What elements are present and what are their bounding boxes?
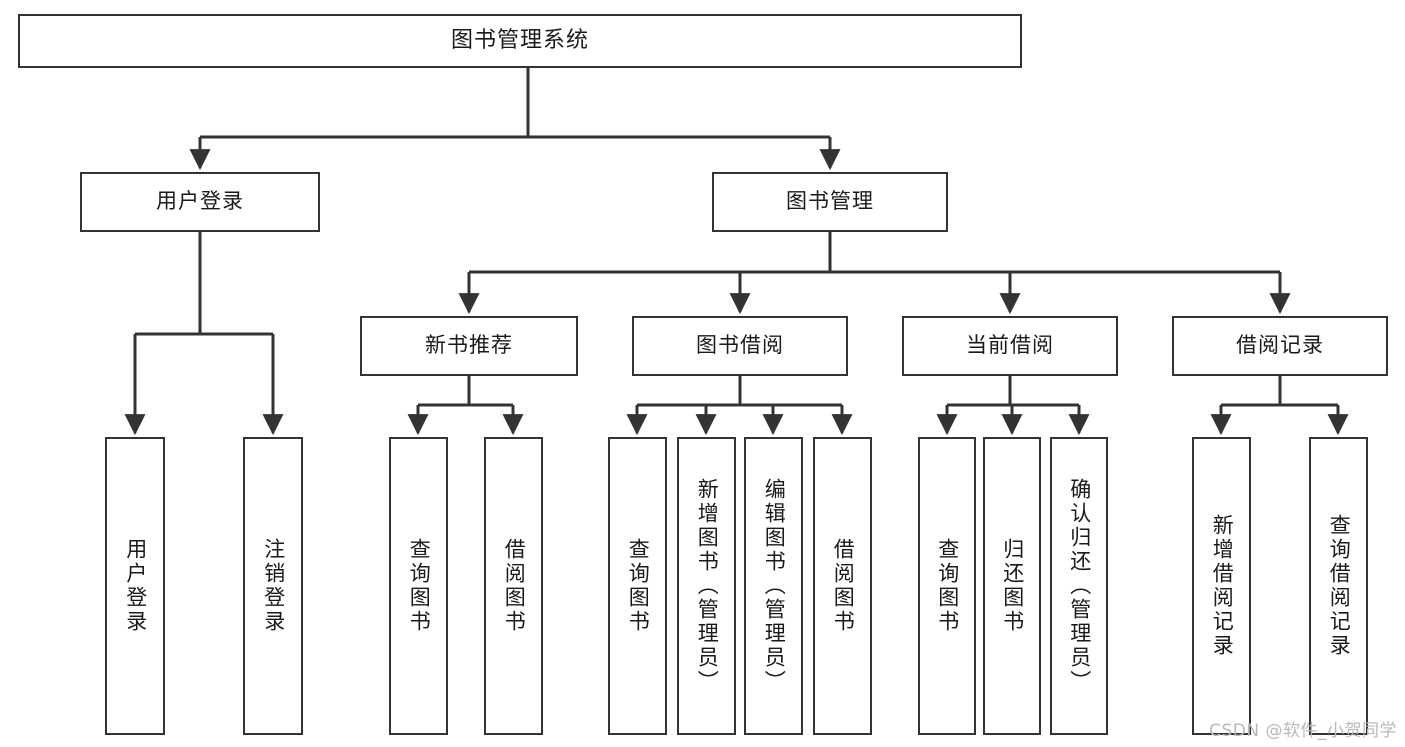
node-current-borrow[interactable]: 当前借阅 — [902, 316, 1118, 376]
node-leaf-confirm-return-label: 确认归还（管理员） — [1067, 478, 1092, 694]
node-leaf-add-record-label: 新增借阅记录 — [1210, 514, 1235, 658]
node-leaf-user-logout[interactable]: 注销登录 — [243, 437, 303, 735]
node-leaf-query-record-label: 查询借阅记录 — [1327, 514, 1352, 658]
node-borrow-record-label: 借阅记录 — [1236, 333, 1324, 358]
node-book-borrow[interactable]: 图书借阅 — [632, 316, 848, 376]
node-leaf-return-book-label: 归还图书 — [1000, 538, 1025, 634]
node-leaf-borrow-book-label: 借阅图书 — [831, 538, 856, 634]
node-leaf-confirm-return[interactable]: 确认归还（管理员） — [1050, 437, 1108, 735]
node-leaf-query-book-cur[interactable]: 查询图书 — [918, 437, 976, 735]
node-leaf-query-book-borrow[interactable]: 查询图书 — [608, 437, 667, 735]
node-leaf-edit-book[interactable]: 编辑图书（管理员） — [744, 437, 803, 735]
node-new-book-rec[interactable]: 新书推荐 — [360, 316, 578, 376]
node-borrow-record[interactable]: 借阅记录 — [1172, 316, 1388, 376]
node-leaf-query-record[interactable]: 查询借阅记录 — [1309, 437, 1368, 735]
node-leaf-borrow-book[interactable]: 借阅图书 — [813, 437, 872, 735]
node-leaf-return-book[interactable]: 归还图书 — [983, 437, 1041, 735]
node-leaf-query-book-rec[interactable]: 查询图书 — [389, 437, 448, 735]
node-new-book-rec-label: 新书推荐 — [425, 333, 513, 358]
node-book-manage[interactable]: 图书管理 — [712, 172, 948, 232]
node-leaf-add-book-label: 新增图书（管理员） — [695, 478, 720, 694]
node-leaf-user-logout-label: 注销登录 — [261, 538, 286, 634]
node-leaf-query-book-borrow-label: 查询图书 — [626, 538, 651, 634]
node-leaf-query-book-cur-label: 查询图书 — [935, 538, 960, 634]
node-leaf-add-record[interactable]: 新增借阅记录 — [1192, 437, 1251, 735]
node-book-manage-label: 图书管理 — [786, 189, 874, 214]
node-root[interactable]: 图书管理系统 — [18, 14, 1022, 68]
watermark: CSDN @软件_小贺同学 — [1209, 721, 1397, 741]
node-root-label: 图书管理系统 — [450, 27, 589, 53]
node-leaf-user-login[interactable]: 用户登录 — [105, 437, 165, 735]
node-user-login[interactable]: 用户登录 — [80, 172, 320, 232]
node-leaf-borrow-book-rec-label: 借阅图书 — [502, 538, 527, 634]
node-leaf-borrow-book-rec[interactable]: 借阅图书 — [484, 437, 543, 735]
node-current-borrow-label: 当前借阅 — [966, 333, 1054, 358]
node-book-borrow-label: 图书借阅 — [696, 333, 784, 358]
node-leaf-query-book-rec-label: 查询图书 — [407, 538, 432, 634]
node-leaf-edit-book-label: 编辑图书（管理员） — [762, 478, 787, 694]
node-user-login-label: 用户登录 — [156, 189, 244, 214]
node-leaf-add-book[interactable]: 新增图书（管理员） — [677, 437, 736, 735]
node-leaf-user-login-label: 用户登录 — [123, 538, 148, 634]
